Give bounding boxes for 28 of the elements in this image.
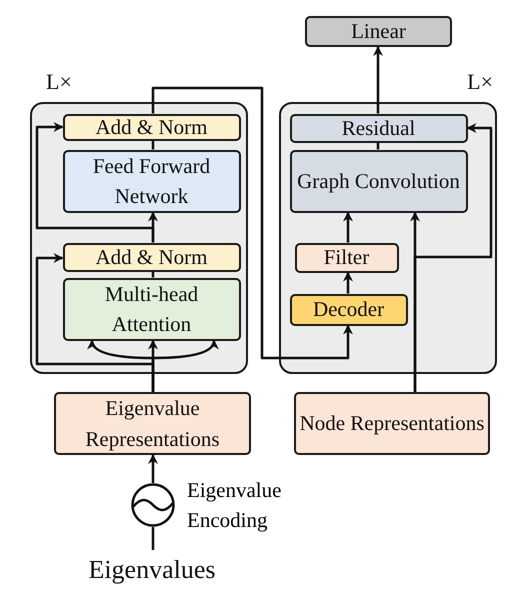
input-box: Eigenvalue Representations	[54, 392, 251, 455]
encoding-symbol	[131, 483, 175, 527]
process-box: Add & Norm	[62, 242, 240, 272]
process-box: Residual	[290, 114, 468, 142]
process-box: Filter	[294, 242, 398, 272]
input-label: Eigenvalues	[72, 550, 232, 590]
arrow	[36, 253, 154, 392]
process-box: Multi-head Attention	[62, 278, 240, 340]
arrow	[148, 454, 158, 483]
connector-line	[152, 140, 154, 150]
process-box: Add & Norm	[62, 114, 240, 140]
arrow	[343, 212, 353, 242]
output-box: Linear	[305, 16, 452, 47]
arrow	[343, 272, 353, 294]
arrow	[36, 122, 154, 242]
connector-line	[376, 142, 380, 150]
arrow	[152, 86, 353, 360]
input-box: Node Representations	[294, 392, 490, 455]
arrow	[414, 123, 492, 392]
process-box: Feed Forward Network	[62, 150, 240, 212]
connector-line	[152, 272, 154, 278]
arrow	[373, 46, 383, 114]
connector-line	[152, 527, 154, 550]
repeat-label: L×	[46, 68, 72, 96]
repeat-label: L×	[467, 68, 493, 96]
process-box: Decoder	[290, 294, 408, 326]
process-box: Graph Convolution	[290, 150, 468, 212]
encoding-label: Eigenvalue Encoding	[187, 477, 282, 534]
